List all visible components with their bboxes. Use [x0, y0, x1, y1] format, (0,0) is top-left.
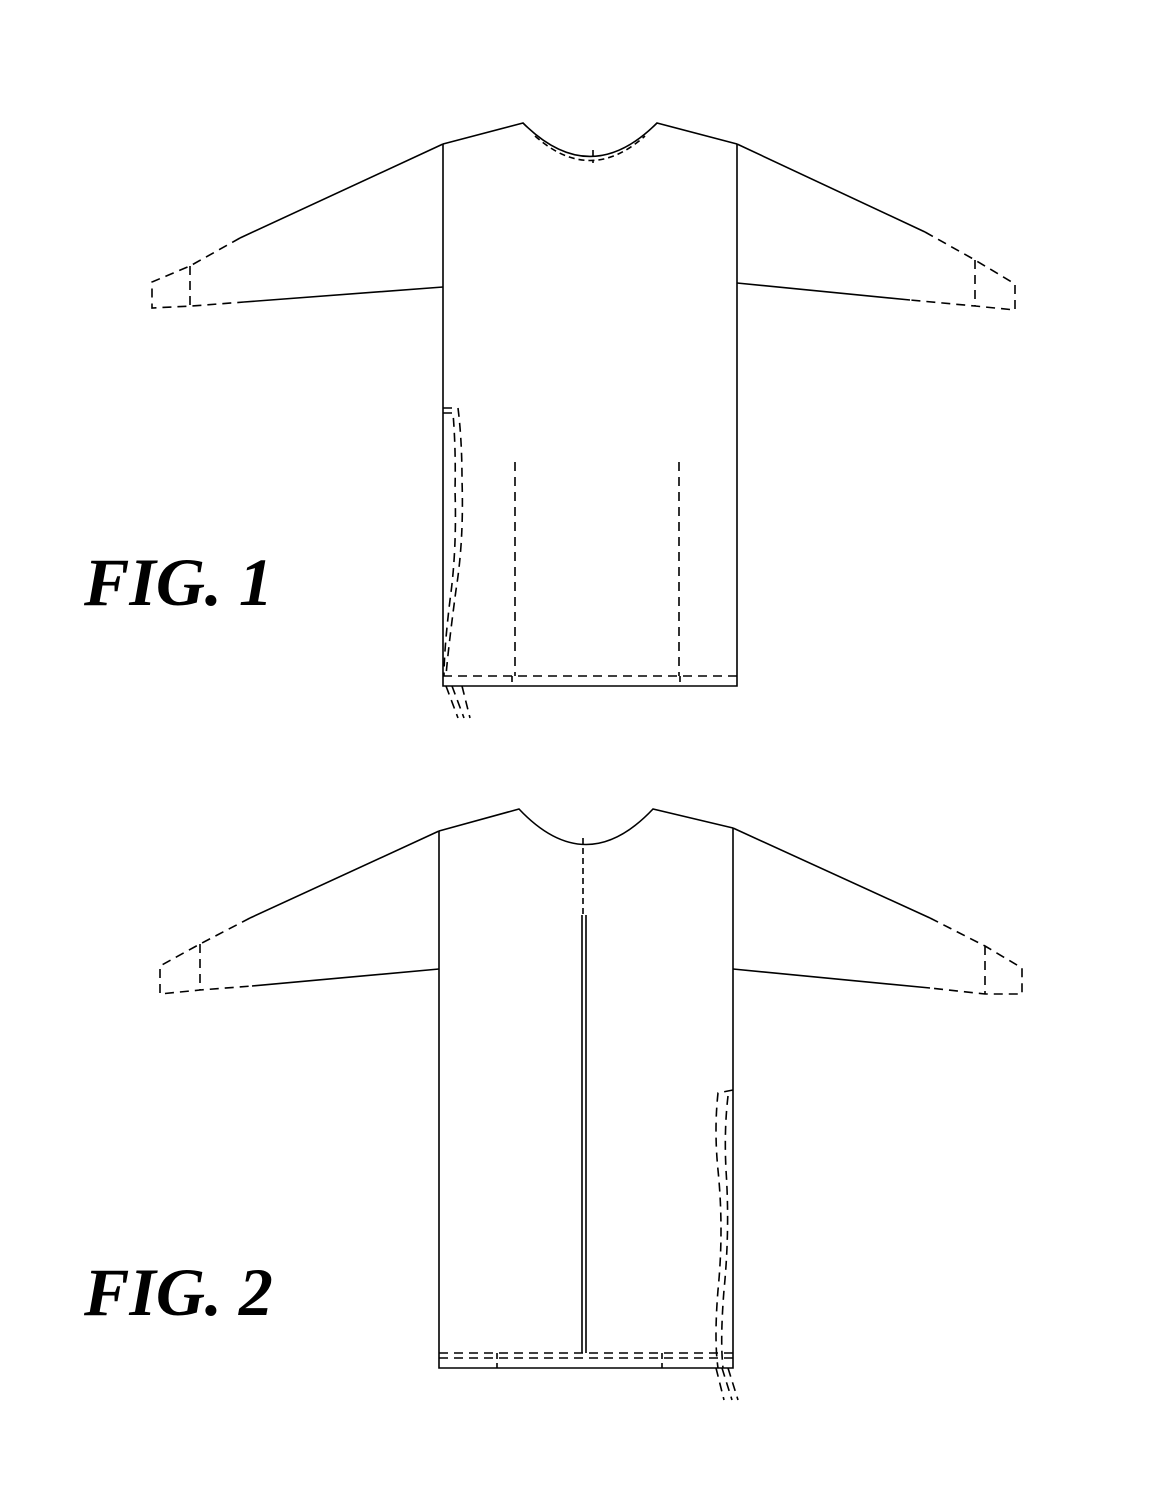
fig1-hem-stitch-marks: [512, 676, 680, 686]
fig1-tie: [443, 408, 470, 718]
fig1-neckline: [443, 123, 737, 157]
fig2-left-sleeve: [250, 831, 439, 986]
fig2-label: FIG. 2: [84, 1258, 273, 1326]
fig2-left-cuff: [160, 918, 252, 994]
fig2-right-cuff: [930, 918, 1022, 994]
fig1-right-sleeve: [737, 144, 925, 300]
fig2-neckline: [439, 809, 733, 845]
fig2-right-sleeve: [733, 828, 930, 988]
fig1-right-cuff: [910, 232, 1015, 310]
fig1-body-outline: [443, 144, 737, 686]
fig1-left-cuff: [152, 238, 244, 308]
fig1-label: FIG. 1: [84, 548, 273, 616]
fig2-hem-band: [439, 1353, 733, 1358]
fig1-left-sleeve: [240, 144, 443, 302]
fig1-garment-front: [152, 123, 1015, 718]
fig2-garment-back: [160, 809, 1022, 1400]
fig2-center-back-opening: [582, 915, 586, 1353]
fig2-hem-stitch-marks: [497, 1353, 662, 1368]
